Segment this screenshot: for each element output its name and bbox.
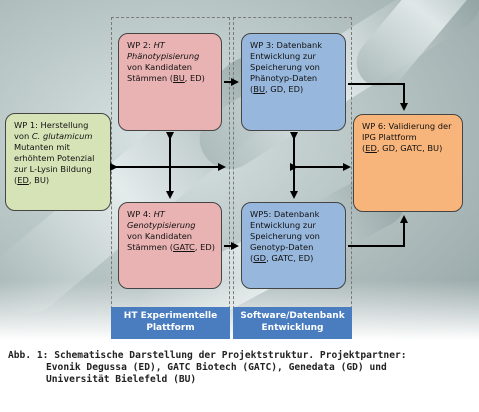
wp6-box: WP 6: Validierung der IPG Plattform (ED,…	[353, 114, 463, 212]
arrow-wp5-wp6	[348, 215, 408, 247]
caption-line-3: Universität Bielefeld (BU)	[46, 374, 197, 385]
caption-line-2: Evonik Degussa (ED), GATC Biotech (GATC)…	[46, 362, 387, 373]
label-software-database: Software/Datenbank Entwicklung	[233, 307, 352, 339]
wp1-box: WP 1: Herstellung von C. glutamicum Muta…	[5, 113, 111, 211]
arrow-wp3-wp6	[348, 83, 408, 111]
label-ht-experimental: HT Experimentelle Plattform	[111, 307, 230, 339]
wp4-box: WP 4: HT Genotypisierung von Kandidaten …	[118, 202, 222, 289]
wp2-box: WP 2: HT Phänotypisierung von Kandidaten…	[118, 33, 222, 131]
wp5-box: WP5: Datenbank Entwicklung zur Speicheru…	[241, 202, 346, 289]
caption-line-1: Abb. 1: Schematische Darstellung der Pro…	[8, 350, 407, 361]
wp3-box: WP 3: Datenbank Entwicklung zur Speicher…	[241, 33, 346, 131]
figure-caption: Abb. 1: Schematische Darstellung der Pro…	[8, 350, 474, 386]
